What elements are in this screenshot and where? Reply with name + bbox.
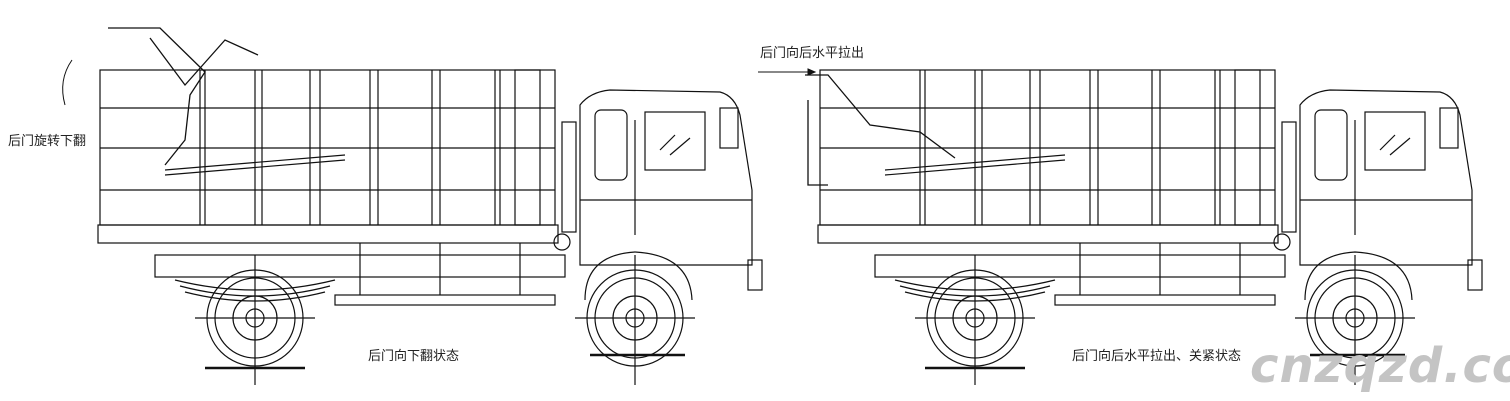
label-door-pull-back: 后门向后水平拉出: [760, 46, 865, 61]
watermark: cnzqzd.com: [1250, 338, 1510, 394]
label-state-left: 后门向下翻状态: [368, 349, 460, 364]
rear-door-arm: [108, 27, 206, 166]
rotation-arrow-icon: [62, 59, 73, 106]
label-door-rotate-down: 后门旋转下翻: [8, 134, 87, 149]
rear-door-arm: [805, 74, 956, 159]
truck-door-down: [62, 27, 764, 387]
label-state-right: 后门向后水平拉出、关紧状态: [1072, 349, 1242, 364]
pull-arrow-icon: [758, 68, 817, 76]
truck-door-pulled: [805, 68, 1484, 387]
